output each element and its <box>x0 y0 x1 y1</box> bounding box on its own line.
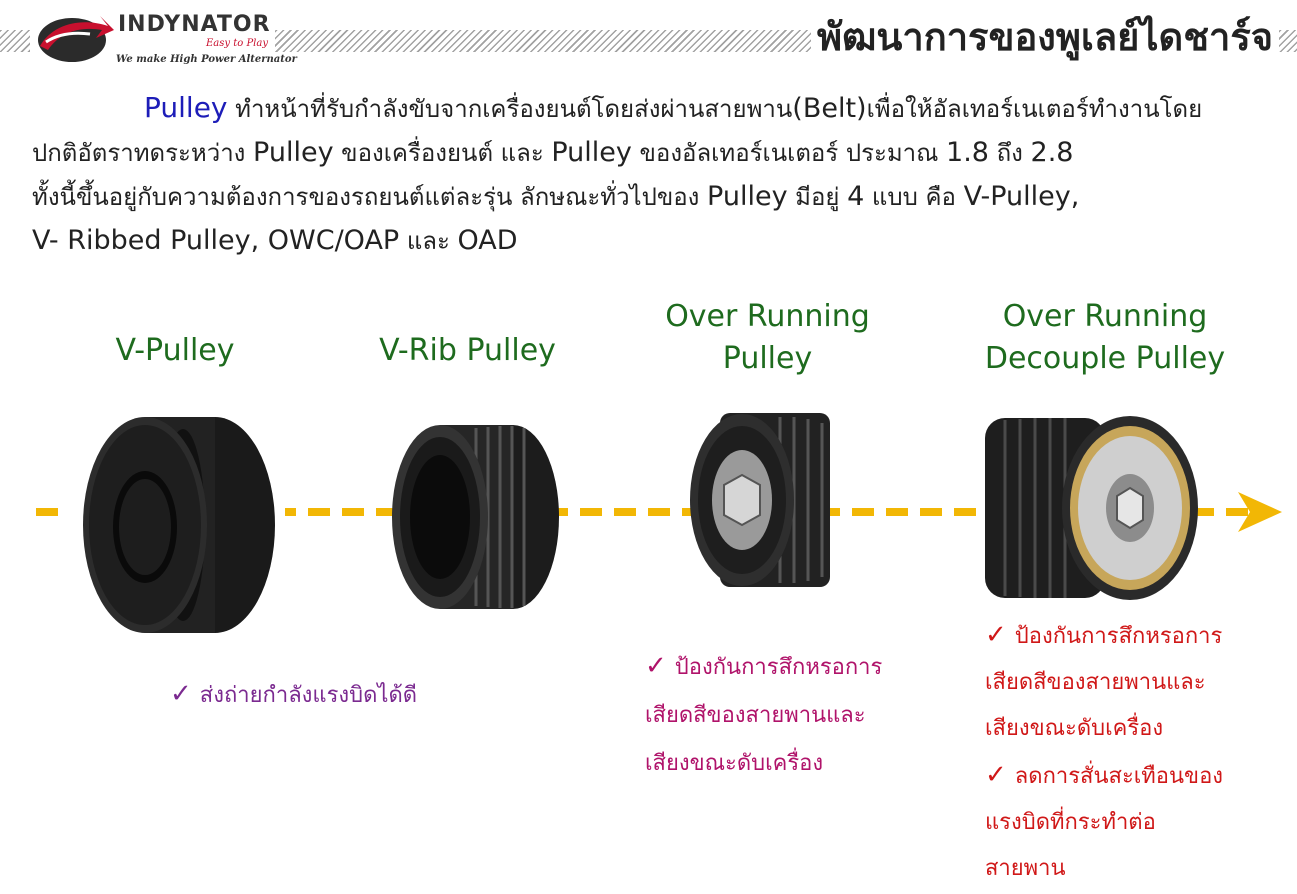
page-title: พัฒนาการของพูเลย์ไดชาร์จ <box>811 6 1279 67</box>
checkmark-icon: ✓ <box>985 620 1007 650</box>
intro-line-2: ปกติอัตราทดระหว่าง Pulley ของเครื่องยนต์… <box>32 131 1272 175</box>
benefit-line: เสียงขณะดับเครื่อง <box>985 716 1164 741</box>
intro-text: ของอัลเทอร์เนเตอร์ ประมาณ <box>631 139 947 167</box>
intro-line-3: ทั้งนี้ขึ้นอยู่กับความต้องการของรถยนต์แต… <box>32 175 1272 219</box>
indynator-logo: INDYNATOR Easy to Play We make High Powe… <box>30 8 297 72</box>
benefit-text: ป้องกันการสึกหรอการ <box>1014 624 1223 649</box>
benefit-line: เสียดสีของสายพานและ <box>985 670 1206 695</box>
intro-text: แบบ คือ <box>864 183 964 211</box>
intro-text: ปกติอัตราทดระหว่าง <box>32 139 254 167</box>
benefit-line: เสียดสีของสายพานและ <box>645 703 866 728</box>
benefit-text: ลดการสั่นสะเทือนของ <box>1014 764 1224 789</box>
checkmark-icon: ✓ <box>645 651 667 681</box>
logo-tagline-text: We make High Power Alternator <box>116 54 297 65</box>
intro-line-1: Pulley ทำหน้าที่รับกำลังขับจากเครื่องยนต… <box>32 86 1272 131</box>
intro-text: เพื่อให้อัลเทอร์เนเตอร์ทำงานโดย <box>866 95 1203 123</box>
benefit-over-running-pulley: ✓ ป้องกันการสึกหรอการ เสียดสีของสายพานและ… <box>645 642 882 788</box>
checkmark-icon: ✓ <box>985 760 1007 790</box>
label-line: Over Running <box>1002 299 1208 334</box>
term-belt: (Belt) <box>792 93 867 124</box>
type-count: 4 <box>847 181 865 212</box>
term-pulley: Pulley <box>551 137 632 168</box>
label-over-running-decouple-pulley: Over Running Decouple Pulley <box>970 296 1240 380</box>
v-pulley-image <box>65 405 285 645</box>
checkmark-icon: ✓ <box>170 679 192 709</box>
label-v-pulley: V-Pulley <box>115 333 235 368</box>
intro-text: มีอยู่ <box>787 183 848 211</box>
term-pulley: Pulley <box>253 137 334 168</box>
term-pulley: Pulley <box>144 91 228 124</box>
intro-text: และ <box>399 227 458 255</box>
logo-brand-text: INDYNATOR <box>118 12 271 37</box>
intro-paragraph: Pulley ทำหน้าที่รับกำลังขับจากเครื่องยนต… <box>32 86 1272 263</box>
term-oad: OAD <box>457 225 518 256</box>
benefit-text: ส่งถ่ายกำลังแรงบิดได้ดี <box>199 683 418 708</box>
benefit-line: ✓ ป้องกันการสึกหรอการ <box>985 612 1223 660</box>
label-line: Pulley <box>722 341 813 376</box>
intro-text: ทำหน้าที่รับกำลังขับจากเครื่องยนต์โดยส่ง… <box>227 95 793 123</box>
benefit-over-running-decouple-pulley: ✓ ป้องกันการสึกหรอการ เสียดสีของสายพานและ… <box>985 612 1223 892</box>
ratio-low: 1.8 <box>946 137 989 168</box>
intro-line-4: V- Ribbed Pulley, OWC/OAP และ OAD <box>32 219 1272 263</box>
benefit-line: ✓ ป้องกันการสึกหรอการ <box>645 642 882 692</box>
label-line: Over Running <box>665 299 870 334</box>
label-v-rib-pulley: V-Rib Pulley <box>379 333 556 368</box>
progression-arrow <box>36 492 1282 532</box>
intro-text: ทั้งนี้ขึ้นอยู่กับความต้องการของรถยนต์แต… <box>32 183 708 211</box>
intro-text: ของเครื่องยนต์ และ <box>333 139 552 167</box>
benefit-line: สายพาน <box>985 856 1066 881</box>
swoosh-arrow-icon <box>38 16 114 62</box>
benefit-line: แรงบิดที่กระทำต่อ <box>985 810 1156 835</box>
intro-terms: V- Ribbed Pulley, OWC/OAP <box>32 225 400 256</box>
over-running-decouple-pulley-image <box>985 416 1198 600</box>
benefit-v-pulley: ✓ ส่งถ่ายกำลังแรงบิดได้ดี <box>170 670 417 720</box>
v-rib-pulley-image <box>392 425 559 609</box>
ratio-high: 2.8 <box>1030 137 1074 168</box>
over-running-pulley-image <box>690 413 830 587</box>
benefit-line: ✓ ลดการสั่นสะเทือนของ <box>985 752 1223 800</box>
benefit-text: ป้องกันการสึกหรอการ <box>674 655 883 680</box>
benefit-line: เสียงขณะดับเครื่อง <box>645 751 824 776</box>
label-line: Decouple Pulley <box>984 341 1226 376</box>
term-pulley: Pulley <box>707 181 788 212</box>
intro-text: ถึง <box>989 139 1031 167</box>
term-vpulley: V-Pulley, <box>963 181 1080 212</box>
label-over-running-pulley: Over Running Pulley <box>650 296 885 380</box>
logo-slogan-text: Easy to Play <box>206 38 268 49</box>
